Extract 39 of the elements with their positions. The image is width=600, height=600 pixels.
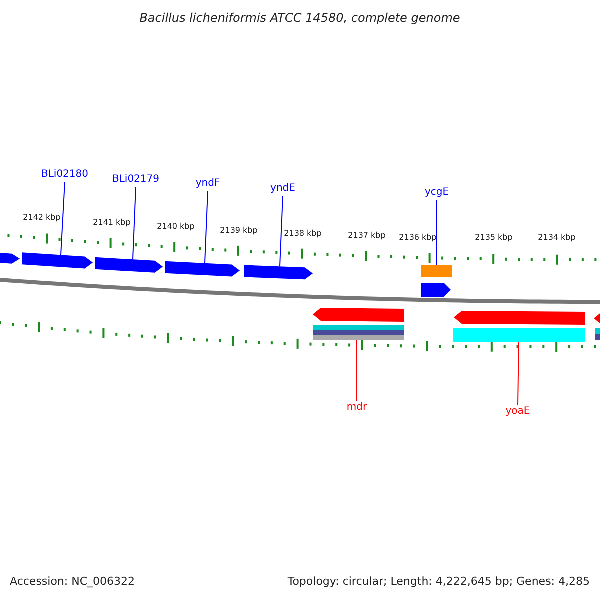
scale-label: 2138 kbp (284, 229, 322, 239)
gene-bar (453, 328, 585, 342)
leader-line (356, 340, 358, 402)
leader-line (280, 196, 284, 268)
gene-block (454, 311, 585, 325)
title: Bacillus licheniformis ATCC 14580, complete genome (140, 10, 460, 27)
gene-label: mdr (346, 401, 368, 415)
gene-label: yndE (270, 182, 296, 196)
scale-label: 2141 kbp (93, 218, 131, 228)
gene-label: yndF (196, 177, 220, 191)
leader-line (60, 182, 66, 256)
scale-label: 2137 kbp (348, 231, 386, 241)
gene-label: BLi02180 (41, 168, 89, 182)
gene-block (244, 265, 313, 280)
gene-block (594, 312, 600, 326)
leader-line (132, 186, 136, 260)
gene-block (313, 308, 404, 322)
scale-label: 2136 kbp (399, 233, 437, 243)
gene-block (22, 252, 93, 269)
gene-label: BLi02179 (112, 173, 160, 187)
gene-label: ycgE (424, 186, 450, 200)
scale-label: 2139 kbp (220, 226, 258, 236)
scale-label: 2135 kbp (475, 233, 513, 243)
gene-label: yoaE (506, 405, 530, 419)
gene-block (0, 252, 20, 264)
scale-label: 2142 kbp (23, 213, 61, 223)
leader-line (436, 200, 438, 266)
gene-block (165, 261, 240, 277)
accession-text: Accession: NC_006322 (10, 574, 136, 590)
gene-block (95, 257, 163, 273)
leader-line (518, 342, 520, 406)
gene-bar (421, 265, 452, 277)
scale-label: 2134 kbp (538, 233, 576, 243)
scale-label: 2140 kbp (157, 222, 195, 232)
leader-line (204, 190, 208, 264)
gene-bar (313, 325, 404, 340)
gene-bar (595, 328, 600, 340)
gene-block (421, 283, 451, 297)
genome-stats-text: Topology: circular; Length: 4,222,645 bp; Genes: 4,285 (288, 574, 590, 590)
